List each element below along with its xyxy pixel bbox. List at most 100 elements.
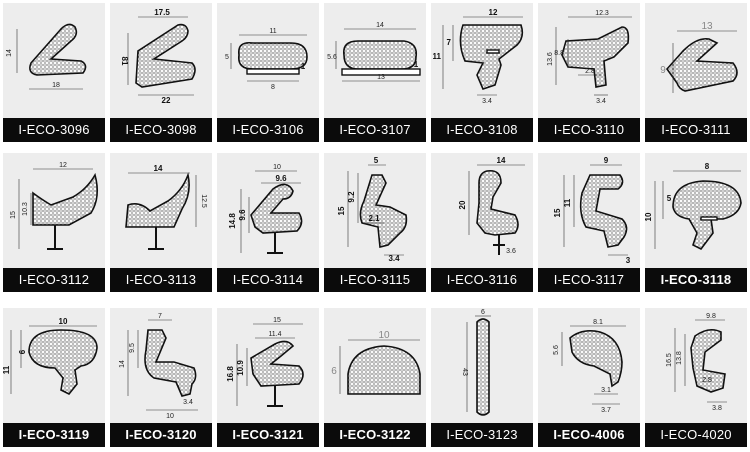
profile-tile-eco-3113: 14 12.5 I-ECO-3113 [110,153,212,292]
svg-text:16.8: 16.8 [226,366,235,382]
profile-code-label: I-ECO-3113 [110,268,212,292]
profile-tile-eco-3110: 12.3 13.6 8.8 2.8 3.4 I-ECO-3110 [538,3,640,142]
profile-code-label: I-ECO-3096 [3,118,105,142]
profile-code-label: I-ECO-3112 [3,268,105,292]
profile-drawing: 8 5 10 [645,153,747,268]
svg-text:8.8: 8.8 [554,50,564,57]
svg-text:7: 7 [158,313,162,320]
svg-text:9.8: 9.8 [706,313,716,320]
svg-text:13: 13 [377,74,385,81]
svg-text:3.7: 3.7 [601,407,611,414]
profile-tile-eco-3108: 12 7 11 3.4 I-ECO-3108 [431,3,533,142]
svg-text:12: 12 [59,162,67,169]
profile-tile-eco-3122: 10 6 I-ECO-3122 [324,308,426,447]
svg-text:11: 11 [3,365,11,374]
profile-code-label: I-ECO-3115 [324,268,426,292]
profile-drawing: 14 18 [3,3,105,118]
profile-code-label: I-ECO-4020 [645,423,747,447]
profile-tile-eco-3115: 5 9.2 15 2.1 3.4 I-ECO-3115 [324,153,426,292]
profile-tile-eco-3106: 11 5 1 8 I-ECO-3106 [217,3,319,142]
profile-drawing: 17.5 81 22 [110,3,212,118]
profile-drawing: 9 11 15 3 [538,153,640,268]
svg-text:3.1: 3.1 [601,387,611,394]
svg-text:10: 10 [645,212,653,221]
svg-text:2.8: 2.8 [702,377,712,384]
profile-tile-eco-4020: 9.8 16.5 13.8 2.8 3.8 I-ECO-4020 [645,308,747,447]
profile-code-label: I-ECO-3107 [324,118,426,142]
svg-text:14: 14 [497,156,506,165]
profile-code-label: I-ECO-3111 [645,118,747,142]
profile-code-label: I-ECO-3114 [217,268,319,292]
svg-text:8.1: 8.1 [593,319,603,326]
profile-drawing: 14 20 3.6 [431,153,533,268]
profile-tile-eco-3114: 10 9.6 14.8 9.6 I-ECO-3114 [217,153,319,292]
profile-drawing: 14 5.6 1 13 [324,3,426,118]
profile-drawing: 15 11.4 16.8 10.9 [217,308,319,423]
profile-tile-eco-3098: 17.5 81 22 I-ECO-3098 [110,3,212,142]
svg-text:11: 11 [269,28,276,35]
svg-text:10: 10 [59,317,68,326]
svg-text:6: 6 [481,309,485,316]
svg-text:20: 20 [458,200,467,209]
profile-drawing: 14 12.5 [110,153,212,268]
profile-drawing: 12 15 10.3 [3,153,105,268]
svg-text:3.4: 3.4 [183,399,193,406]
svg-text:5: 5 [225,54,229,61]
svg-text:18: 18 [52,82,60,89]
svg-text:13: 13 [701,21,713,32]
svg-text:3.4: 3.4 [482,98,492,105]
svg-text:12.3: 12.3 [595,10,609,17]
profile-tile-eco-3116: 14 20 3.6 I-ECO-3116 [431,153,533,292]
svg-text:1: 1 [301,62,306,71]
svg-text:12.5: 12.5 [200,194,207,208]
svg-text:13.8: 13.8 [676,351,683,365]
profile-drawing: 10 6 11 [3,308,105,423]
svg-text:9.6: 9.6 [275,174,287,183]
svg-text:14: 14 [6,49,13,57]
svg-text:14.8: 14.8 [228,213,237,229]
svg-text:15: 15 [273,317,281,324]
svg-text:3.4: 3.4 [388,254,400,263]
profile-code-label: I-ECO-3117 [538,268,640,292]
svg-text:10: 10 [166,413,174,420]
svg-text:6: 6 [331,366,337,377]
profile-tile-eco-3111: 13 9 I-ECO-3111 [645,3,747,142]
svg-text:14: 14 [154,164,163,173]
svg-text:22: 22 [162,96,171,105]
svg-text:8: 8 [705,162,710,171]
svg-text:8: 8 [271,84,275,91]
svg-text:9.6: 9.6 [238,209,247,221]
svg-text:9: 9 [660,65,666,76]
svg-text:3.6: 3.6 [506,248,516,255]
svg-text:43: 43 [461,368,468,376]
svg-text:15: 15 [337,206,346,215]
svg-text:3.4: 3.4 [596,98,606,105]
profile-code-label: I-ECO-3123 [431,423,533,447]
svg-text:3: 3 [626,256,631,265]
svg-text:11.4: 11.4 [268,331,281,338]
svg-text:14: 14 [119,360,126,368]
profile-drawing: 12.3 13.6 8.8 2.8 3.4 [538,3,640,118]
svg-text:10.9: 10.9 [236,360,245,376]
profile-tile-eco-3117: 9 11 15 3 I-ECO-3117 [538,153,640,292]
profile-tile-eco-3107: 14 5.6 1 13 I-ECO-3107 [324,3,426,142]
svg-text:15: 15 [10,211,17,219]
profile-drawing: 13 9 [645,3,747,118]
svg-text:6: 6 [18,349,27,354]
profile-tile-eco-3120: 7 9.5 14 3.4 10 I-ECO-3120 [110,308,212,447]
svg-text:10.3: 10.3 [22,202,29,216]
profile-code-label: I-ECO-3122 [324,423,426,447]
svg-text:13.6: 13.6 [547,52,554,66]
svg-text:12: 12 [489,8,498,17]
profile-drawing: 12 7 11 3.4 [431,3,533,118]
svg-text:5.6: 5.6 [553,345,560,355]
svg-text:14: 14 [376,22,384,29]
profile-tile-eco-3096: 14 18 I-ECO-3096 [3,3,105,142]
svg-text:1: 1 [414,60,419,69]
svg-text:10: 10 [273,164,281,171]
profile-drawing: 6 43 [431,308,533,423]
profile-drawing: 7 9.5 14 3.4 10 [110,308,212,423]
profile-code-label: I-ECO-3098 [110,118,212,142]
profile-drawing: 11 5 1 8 [217,3,319,118]
